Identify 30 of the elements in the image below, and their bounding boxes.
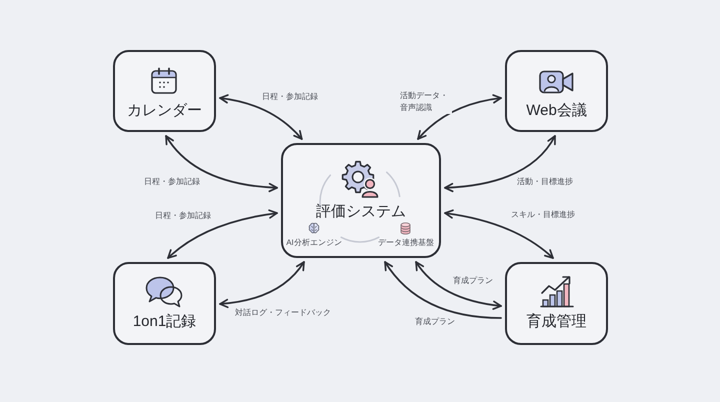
node-title: 育成管理 (526, 313, 586, 331)
edge-label: スキル・目標進捗 (509, 209, 577, 221)
edge-label: 育成プラン (413, 316, 457, 328)
node-title: Web会議 (526, 102, 587, 120)
edge-label: 日程・参加記録 (153, 210, 213, 222)
arrow (384, 261, 502, 319)
component-label: データ連携基盤 (378, 238, 434, 248)
node-title: カレンダー (127, 102, 202, 120)
edge-label: 日程・参加記録 (142, 176, 202, 188)
node-box (113, 262, 216, 345)
arrow (219, 261, 305, 308)
node-box (281, 143, 441, 258)
arrow (219, 94, 303, 140)
node-title: 評価システム (316, 203, 406, 221)
edge-label: 育成プラン (451, 275, 495, 287)
node-box (113, 50, 216, 132)
node-box (505, 50, 608, 132)
edge-label: 日程・参加記録 (260, 91, 320, 103)
component-label: AI分析エンジン (286, 238, 342, 248)
edge-label: 活動・目標進捗 (515, 176, 575, 188)
arrow (444, 210, 554, 259)
arrow (415, 261, 502, 310)
arrow (165, 135, 278, 192)
node-box (505, 262, 608, 345)
edge-label: 活動データ・音声認識 (398, 90, 452, 114)
arrow (167, 210, 278, 259)
arrow (417, 94, 502, 140)
node-title: 1on1記録 (132, 313, 196, 331)
arrow (444, 135, 556, 192)
edge-label: 対話ログ・フィードバック (233, 307, 333, 319)
